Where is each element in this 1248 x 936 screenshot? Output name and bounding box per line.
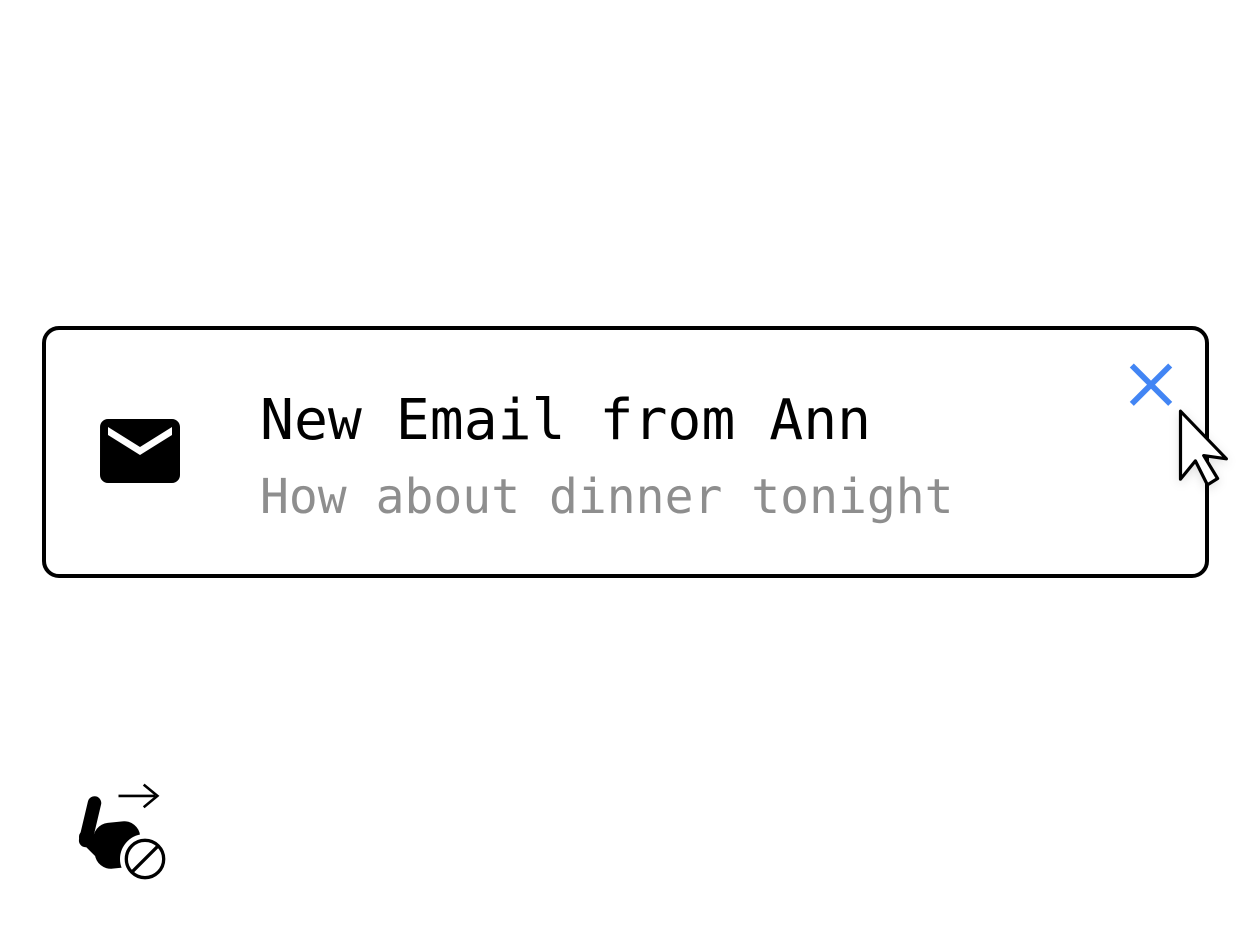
notification-title: New Email from Ann — [260, 388, 872, 453]
close-icon — [1129, 363, 1173, 406]
swipe-right-blocked-icon — [60, 760, 200, 900]
notification-toast[interactable]: New Email from Ann How about dinner toni… — [42, 326, 1209, 578]
email-icon — [92, 403, 188, 499]
close-button[interactable] — [1128, 361, 1174, 407]
block-icon — [120, 834, 170, 884]
email-icon-glyph — [100, 419, 180, 483]
swipe-arrow-icon — [118, 783, 160, 809]
notification-subtitle: How about dinner tonight — [260, 469, 954, 525]
